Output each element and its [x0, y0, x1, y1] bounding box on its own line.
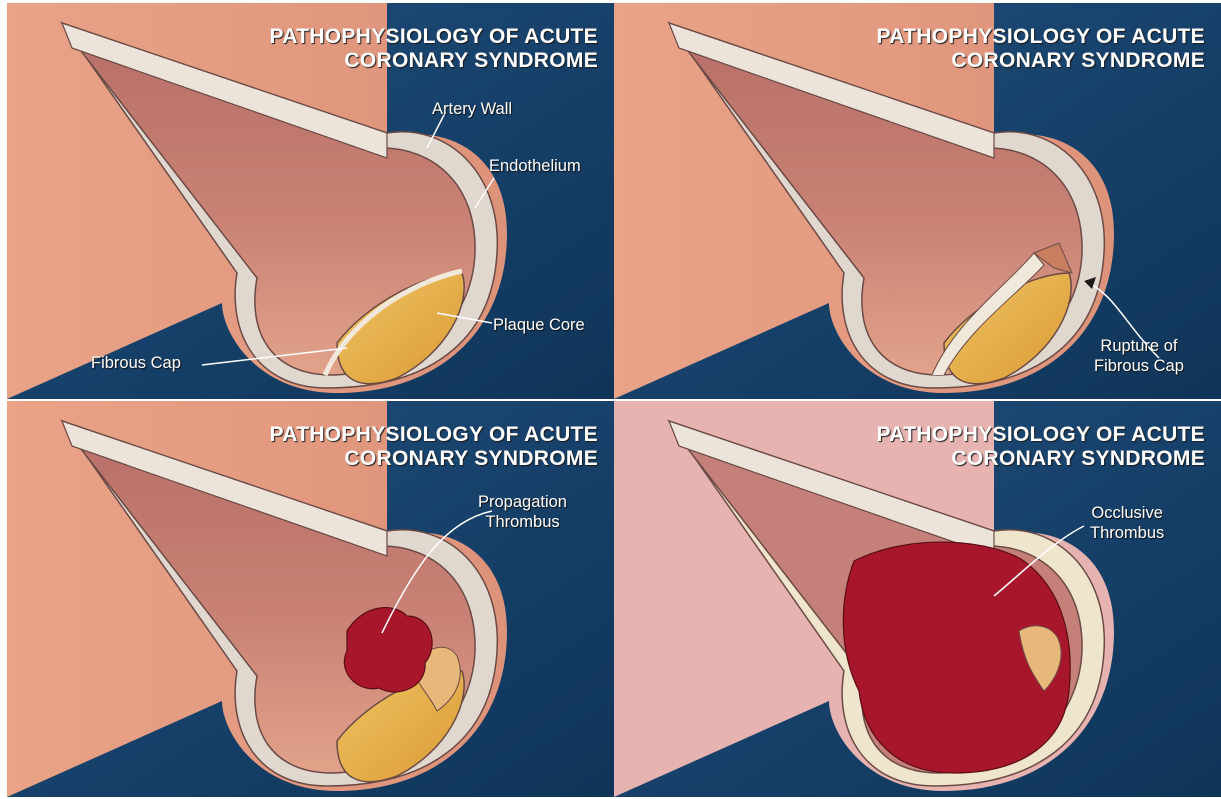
label-thrombus-line-1: Occlusive: [1090, 503, 1164, 523]
panel-occlusive-thrombus: PATHOPHYSIOLOGY OF ACUTE CORONARY SYNDRO…: [614, 401, 1221, 797]
title-line-2: CORONARY SYNDROME: [270, 447, 598, 471]
title-line-1: PATHOPHYSIOLOGY OF ACUTE: [270, 423, 598, 447]
panel-rupture: PATHOPHYSIOLOGY OF ACUTE CORONARY SYNDRO…: [614, 3, 1221, 399]
label-thrombus-line-2: Thrombus: [478, 512, 567, 532]
panel-normal-artery: PATHOPHYSIOLOGY OF ACUTE CORONARY SYNDRO…: [7, 3, 614, 399]
title-line-2: CORONARY SYNDROME: [877, 447, 1205, 471]
label-fibrous-cap: Fibrous Cap: [91, 353, 181, 373]
title-line-1: PATHOPHYSIOLOGY OF ACUTE: [877, 423, 1205, 447]
label-rupture-line-2: Fibrous Cap: [1094, 356, 1184, 376]
label-artery-wall: Artery Wall: [432, 99, 512, 119]
label-plaque-core: Plaque Core: [493, 315, 585, 335]
label-endothelium: Endothelium: [489, 156, 581, 176]
panel-title: PATHOPHYSIOLOGY OF ACUTE CORONARY SYNDRO…: [270, 423, 598, 471]
label-thrombus-line-1: Propagation: [478, 492, 567, 512]
label-thrombus: Propagation Thrombus: [478, 492, 567, 532]
label-thrombus: Occlusive Thrombus: [1090, 503, 1164, 543]
label-rupture: Rupture of Fibrous Cap: [1094, 336, 1184, 376]
title-line-2: CORONARY SYNDROME: [270, 49, 598, 73]
title-line-1: PATHOPHYSIOLOGY OF ACUTE: [877, 25, 1205, 49]
panel-propagation-thrombus: PATHOPHYSIOLOGY OF ACUTE CORONARY SYNDRO…: [7, 401, 614, 797]
label-thrombus-line-2: Thrombus: [1090, 523, 1164, 543]
panel-title: PATHOPHYSIOLOGY OF ACUTE CORONARY SYNDRO…: [877, 25, 1205, 73]
title-line-1: PATHOPHYSIOLOGY OF ACUTE: [270, 25, 598, 49]
panel-title: PATHOPHYSIOLOGY OF ACUTE CORONARY SYNDRO…: [877, 423, 1205, 471]
title-line-2: CORONARY SYNDROME: [877, 49, 1205, 73]
label-rupture-line-1: Rupture of: [1094, 336, 1184, 356]
panel-title: PATHOPHYSIOLOGY OF ACUTE CORONARY SYNDRO…: [270, 25, 598, 73]
